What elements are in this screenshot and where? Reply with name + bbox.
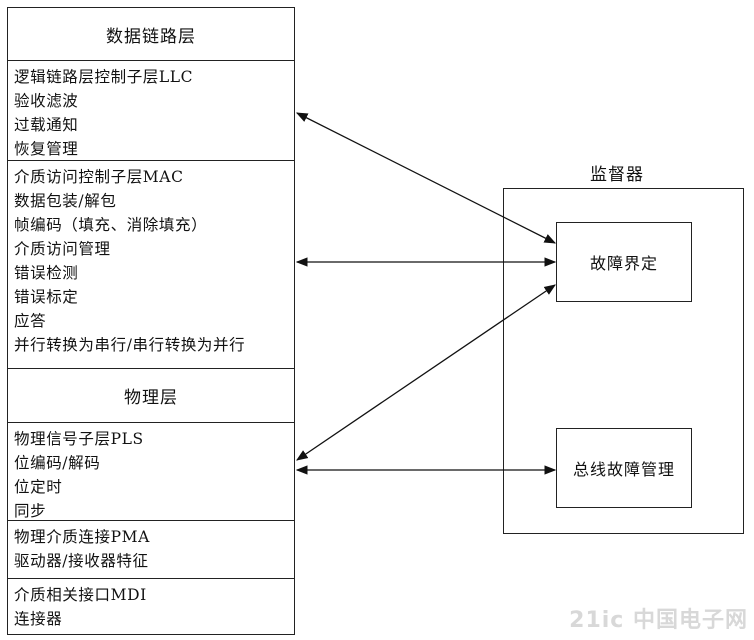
mac-item: 错误检测	[14, 264, 79, 282]
llc-item: 恢复管理	[14, 140, 79, 158]
mdi-item: 介质相关接口MDI	[14, 586, 147, 604]
llc-section: 逻辑链路层控制子层LLC 验收滤波 过载通知 恢复管理	[8, 60, 294, 160]
mdi-item: 连接器	[14, 610, 63, 628]
layer-stack: 数据链路层 逻辑链路层控制子层LLC 验收滤波 过载通知 恢复管理 介质访问控制…	[7, 7, 295, 635]
pma-item: 驱动器/接收器特征	[14, 552, 149, 570]
mac-item: 介质访问管理	[14, 240, 111, 258]
pls-item: 位定时	[14, 478, 63, 496]
mac-item: 并行转换为串行/串行转换为并行	[14, 336, 246, 354]
bus-fault-management-box: 总线故障管理	[556, 428, 692, 508]
fault-confinement-box: 故障界定	[556, 222, 692, 302]
mdi-section: 介质相关接口MDI 连接器	[8, 578, 294, 634]
pls-item: 同步	[14, 502, 47, 520]
mac-item: 介质访问控制子层MAC	[14, 168, 184, 186]
pma-section: 物理介质连接PMA 驱动器/接收器特征	[8, 520, 294, 578]
pls-item: 物理信号子层PLS	[14, 430, 144, 448]
mac-item: 应答	[14, 312, 47, 330]
llc-item: 逻辑链路层控制子层LLC	[14, 68, 194, 86]
mac-item: 帧编码（填充、消除填充）	[14, 216, 208, 234]
mac-item: 数据包装/解包	[14, 192, 117, 210]
physical-layer-title: 物理层	[8, 368, 294, 422]
data-link-layer-title: 数据链路层	[106, 26, 196, 47]
mac-item: 错误标定	[14, 288, 79, 306]
llc-item: 过载通知	[14, 116, 79, 134]
llc-item: 验收滤波	[14, 92, 79, 110]
watermark-logo: 21ic 中国电子网	[569, 608, 748, 633]
pls-section: 物理信号子层PLS 位编码/解码 位定时 同步	[8, 422, 294, 520]
monitor-label: 监督器	[590, 165, 644, 185]
mac-section: 介质访问控制子层MAC 数据包装/解包 帧编码（填充、消除填充） 介质访问管理 …	[8, 160, 294, 368]
pls-item: 位编码/解码	[14, 454, 101, 472]
pma-item: 物理介质连接PMA	[14, 528, 150, 546]
